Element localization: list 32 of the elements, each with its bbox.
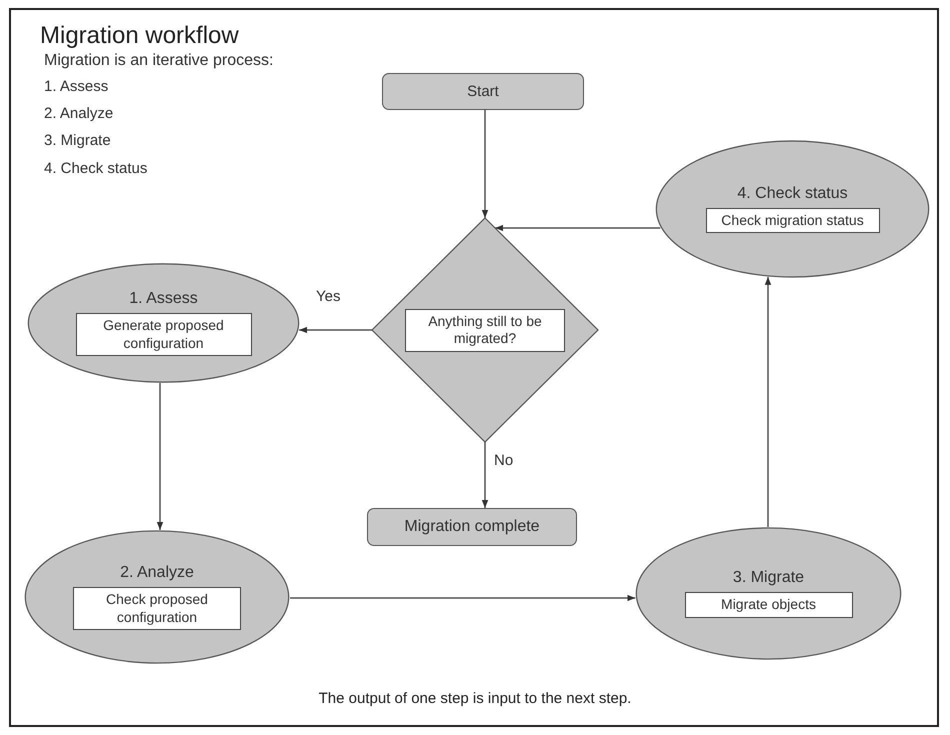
intro-text: Migration is an iterative process: [44,52,274,70]
step-title: 4. Check status [737,184,848,203]
step-description: Generate proposed configuration [76,313,252,356]
step-ellipse [655,140,930,278]
step-title: 2. Analyze [120,564,194,582]
list-item: 4. Check status [44,160,148,177]
step-description: Check proposed configuration [73,587,241,630]
start-box [382,73,584,110]
arrow [299,326,372,334]
end-box [367,508,577,546]
diagram-title: Migration workflow [40,22,239,50]
node-label: Start [467,83,499,100]
arrow [764,276,772,527]
step-description: Migrate objects [684,592,852,618]
step-ellipse [27,263,300,383]
arrow [156,382,164,530]
decision-diamond [372,218,598,442]
caption: The output of one step is input to the next step. [318,690,632,707]
step-title: 3. Migrate [732,569,804,588]
arrow [482,442,488,508]
step-title: 1. Assess [129,290,198,308]
arrow [495,224,660,232]
step-description: Check migration status [706,208,880,234]
question-text: Anything still to be migrated? [405,308,565,352]
arrow [290,594,636,602]
step-ellipse [635,527,902,660]
list-item: 3. Migrate [44,132,111,149]
list-item: 2. Analyze [44,105,114,122]
node-label: Migration complete [404,518,540,536]
list-item: 1. Assess [44,78,108,95]
arrow [482,110,488,218]
step-ellipse [24,530,290,664]
